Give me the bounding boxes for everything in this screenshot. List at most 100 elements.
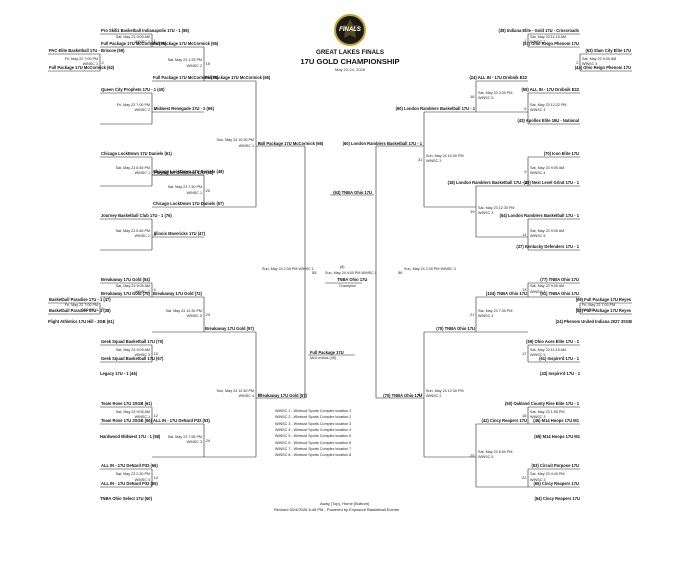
right-g31-winner: (60) London Ramblers Basketball 17U - 1	[342, 141, 422, 146]
left-g5-game-number: 5	[101, 305, 104, 311]
right-g17-time: Sat, May 23 11:15 AM	[530, 347, 567, 352]
left-semi-winner: Full Package 17U	[310, 350, 344, 355]
right-g1-team-bottom: (57) Ohio Reign Phenom 17U	[522, 41, 579, 47]
left-g32-time: Sun, May 24 10:30 PM	[216, 138, 254, 142]
left-g14-team-bottom: ALL IN - 17U DeNard P32 (65)	[101, 481, 158, 487]
right-g18-extra: (69) M14 Hoops 17U M1	[534, 434, 580, 439]
left-g7-winner: Playing for Greatness 17U (51)	[154, 170, 214, 175]
left-g33-time: Sun, May 24 12:30 PM	[216, 388, 254, 393]
right-g17-game-number: 17	[522, 350, 527, 356]
right-g9-team-top: (70) Icon Elite 17U	[543, 151, 579, 157]
left-g32-winner: Full Package 17U McCormick (66)	[258, 141, 324, 146]
right-g6-court: WINSC 4	[530, 108, 546, 112]
right-g31-team-top: (60) London Ramblers Basketball 17U - 1	[395, 106, 475, 112]
right-g34-court: WINSC 2	[426, 394, 442, 398]
right-g25-game-number: 25	[470, 452, 475, 458]
right-g9-time: Sat, May 23 9:05 AM	[530, 165, 565, 170]
left-g12-game-number: 12	[153, 412, 158, 418]
left-g5-team-top: Basketball Paradise 17U - 1 (47)	[49, 297, 111, 303]
right-g11-team-top: (54) London Ramblers Basketball 17U - 1	[499, 213, 579, 219]
right-g6-team-bottom: (43) Apollos Elite 16U - National	[517, 118, 580, 124]
right-g16-team-top: (24) ALL IN - 17U Drobnik E32	[469, 75, 527, 81]
right-g9-game-number: 9	[524, 168, 527, 174]
right-g13-time: Sat, May 23 9:05 AM	[530, 284, 565, 288]
right-g25-court: WINSC 5	[478, 455, 494, 459]
footer-legend: Away (Top), Home (Bottom)	[320, 501, 370, 506]
location-2: WINSC 2 - Wintrust Sports Complex locati…	[275, 415, 352, 420]
left-semi-winner-sub: McCormick (49)	[310, 356, 337, 360]
left-g14-team-top: ALL IN - 17U DeNard P32 (66)	[101, 463, 158, 469]
left-g1-team-bottom: Full Package 17U McCormick (55)	[101, 41, 167, 47]
left-g20-team-top: Chicago LockDown 17U Daniels (48)	[153, 169, 224, 175]
left-g32-team-top: Full Package 17U McCormick (66)	[205, 75, 271, 81]
left-g3-team-top: Queen City Prophets 17U - 1 (40)	[101, 87, 165, 93]
left-g10-court: WINSC 3	[134, 353, 150, 357]
right-semi-winner: (63) TNBA Ohio 17U	[333, 190, 372, 195]
left-g5-court: WINSC 1	[82, 308, 98, 312]
left-g1-game-number: 1	[153, 37, 156, 43]
champion-label: Champion	[339, 284, 356, 288]
right-g34-team-top: (70) TNBA Ohio 17U	[436, 326, 475, 332]
left-g2-game-number: 2	[101, 59, 104, 65]
event-dates: May 22-24, 2026	[334, 67, 366, 72]
championship-seed: (8)	[340, 265, 345, 269]
logo-text: FINALS	[339, 27, 361, 33]
right-g34-time: Sun, May 24 12:30 PM	[426, 388, 464, 393]
right-final-time: Sun, May 24 2:30 PM WINSC 3	[404, 267, 456, 271]
right-g31-time: Sun, May 24 10:30 PM	[426, 153, 464, 158]
left-g8-time: Sat, May 23 5:45 PM	[115, 228, 150, 233]
right-g16-time: Sat, May 23 3:30 PM	[478, 90, 513, 95]
left-g5-extra: Flight Athletics 17U Hill - 3GB (61)	[48, 319, 115, 324]
right-g34-winner: (70) TNBA Ohio 17U	[383, 393, 422, 398]
right-g6b-extra: (24) Phenom United Indiana 2027 3SGB	[555, 319, 632, 324]
left-g23-team-top: Breakaway 17U Gold (72)	[153, 291, 202, 297]
right-g11-game-number: 11	[522, 231, 527, 237]
left-g2-team-top: PAC Elite Basketball 17U - Briscoe (59)	[49, 48, 125, 54]
right-g1-court: WINSC 2	[530, 40, 546, 44]
location-6: WINSC 6 - Wintrust Sports Complex locati…	[275, 440, 352, 445]
right-g21-court: WINSC 4	[478, 314, 494, 318]
event-subtitle: 17U GOLD CHAMPIONSHIP	[300, 57, 400, 66]
left-g10-extra: Legacy 17U - 1 (46)	[100, 371, 138, 376]
right-g6b-court: WINSC 3	[582, 308, 598, 312]
right-g18-team-top: (50) Oakland County Rise Elite 17U - 1	[505, 401, 579, 407]
left-g24-team-top: ALL IN - 17U DeNard P32 (53)	[153, 418, 210, 424]
right-g2-game-number: 2	[576, 59, 579, 65]
left-g24-time: Sat, May 23 7:55 PM	[167, 434, 202, 439]
right-g6-game-number: 6	[524, 105, 527, 111]
left-g14-court: WINSC 4	[134, 477, 150, 482]
right-g25-time: Sat, May 23 6:50 PM	[478, 449, 513, 454]
right-g34-game-number: 34	[418, 391, 423, 397]
left-g32-game-number: 32	[257, 141, 262, 146]
right-g2-time: Sat, May 23 9:00 AM	[582, 56, 617, 61]
right-g31-court: WINSC 3	[426, 159, 442, 163]
right-g13-team-bottom: (61) TNBA Ohio 17U	[540, 291, 579, 297]
left-g8-team-top: Journey Basketball Club 17U - 1 (76)	[101, 213, 172, 219]
left-g14-game-number: 14	[153, 475, 158, 480]
right-g21-time: Sat, May 23 7:30 PM	[478, 308, 513, 313]
left-g20-game-number: 20	[205, 188, 210, 193]
left-g4-game-number: 4	[153, 287, 156, 292]
right-g19-court: WINSC 3	[478, 211, 494, 215]
right-g17-team-bottom: (61) Inspire'd 17U - 1	[539, 356, 579, 362]
location-1: WINSC 1 - Wintrust Sports Complex locati…	[275, 409, 352, 413]
right-g22-game-number: 22	[522, 475, 527, 480]
left-g12-team-bottom: Team Rose 17U 3SGB (66)	[101, 418, 152, 424]
left-g12-extra: Hardwood Midwest 17U - 1 (58)	[100, 434, 161, 439]
right-g17-court: WINSC 5	[530, 353, 546, 357]
right-g25-team-top: (42) Cincy Reapers 17U	[481, 418, 527, 424]
left-g20-court: WINSC 1	[186, 190, 202, 195]
left-g1-court: WINSC 1	[134, 40, 150, 44]
left-g12-time: Sat, May 23 9:05 AM	[115, 409, 150, 414]
left-g4-team-top: Breakaway 17U Gold (54)	[101, 277, 150, 283]
right-g1-team-top: (38) Indiana Elite - Gold 17U - Crossroa…	[498, 28, 579, 34]
left-g15-court: WINSC 2	[186, 63, 202, 68]
event-title: GREAT LAKES FINALS	[316, 49, 384, 56]
right-g13-game-number: 13	[522, 287, 527, 292]
left-g1-team-top: Pro Skillz Basketball Indianapolis 17U -…	[101, 28, 190, 34]
right-g18-time: Sat, May 23 1:55 PM	[530, 409, 565, 414]
left-g10-time: Sat, May 23 9:05 AM	[115, 347, 150, 352]
right-g2-team-top: (63) Slam City Elite 17U	[585, 48, 631, 54]
left-g23-court: WINSC 5	[186, 314, 202, 318]
